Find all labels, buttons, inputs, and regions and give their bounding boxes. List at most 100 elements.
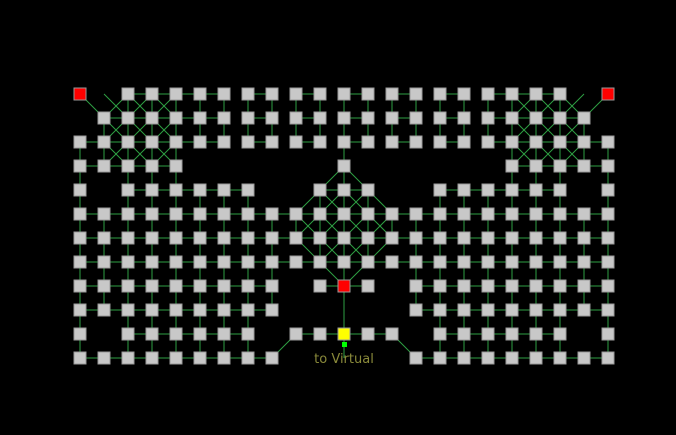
network-node[interactable] — [265, 279, 279, 293]
network-node[interactable] — [193, 135, 207, 149]
network-node[interactable] — [313, 327, 327, 341]
network-node[interactable] — [241, 351, 255, 365]
network-node[interactable] — [97, 207, 111, 221]
network-node[interactable] — [97, 135, 111, 149]
network-node[interactable] — [601, 207, 615, 221]
network-node[interactable] — [457, 135, 471, 149]
network-node[interactable] — [289, 327, 303, 341]
network-node[interactable] — [121, 303, 135, 317]
network-node[interactable] — [169, 231, 183, 245]
network-node[interactable] — [217, 279, 231, 293]
network-node[interactable] — [361, 279, 375, 293]
network-node[interactable] — [601, 135, 615, 149]
network-node[interactable] — [553, 231, 567, 245]
network-node[interactable] — [121, 111, 135, 125]
network-node[interactable] — [601, 351, 615, 365]
network-node[interactable] — [145, 207, 159, 221]
network-node[interactable] — [97, 111, 111, 125]
network-node[interactable] — [337, 159, 351, 173]
network-node[interactable] — [529, 135, 543, 149]
network-node[interactable] — [553, 303, 567, 317]
network-node[interactable] — [193, 231, 207, 245]
network-node[interactable] — [385, 111, 399, 125]
network-node[interactable] — [145, 183, 159, 197]
network-node[interactable] — [601, 303, 615, 317]
network-node[interactable] — [313, 87, 327, 101]
network-node[interactable] — [553, 279, 567, 293]
network-node[interactable] — [145, 327, 159, 341]
network-node[interactable] — [313, 111, 327, 125]
network-node[interactable] — [73, 159, 87, 173]
network-node[interactable] — [217, 303, 231, 317]
network-node[interactable] — [385, 327, 399, 341]
network-node[interactable] — [433, 183, 447, 197]
network-node[interactable] — [577, 159, 591, 173]
network-node[interactable] — [601, 279, 615, 293]
network-node[interactable] — [433, 111, 447, 125]
network-node[interactable] — [361, 207, 375, 221]
network-node[interactable] — [193, 111, 207, 125]
network-node[interactable] — [241, 303, 255, 317]
network-node[interactable] — [481, 351, 495, 365]
network-node[interactable] — [73, 255, 87, 269]
network-node[interactable] — [457, 279, 471, 293]
network-node[interactable] — [505, 111, 519, 125]
network-node[interactable] — [577, 303, 591, 317]
network-node[interactable] — [457, 207, 471, 221]
network-node[interactable] — [169, 279, 183, 293]
network-node[interactable] — [481, 183, 495, 197]
network-node[interactable] — [457, 327, 471, 341]
network-node[interactable] — [481, 207, 495, 221]
network-node[interactable] — [145, 351, 159, 365]
network-node[interactable] — [289, 135, 303, 149]
network-node[interactable] — [193, 255, 207, 269]
network-node[interactable] — [145, 231, 159, 245]
network-node[interactable] — [97, 351, 111, 365]
network-node[interactable] — [553, 135, 567, 149]
network-node[interactable] — [409, 279, 423, 293]
network-node[interactable] — [217, 231, 231, 245]
network-node[interactable] — [217, 111, 231, 125]
network-node[interactable] — [121, 231, 135, 245]
corner-node-right[interactable] — [601, 87, 615, 101]
network-node[interactable] — [505, 183, 519, 197]
network-node[interactable] — [313, 279, 327, 293]
network-node[interactable] — [433, 303, 447, 317]
network-node[interactable] — [265, 231, 279, 245]
network-node[interactable] — [553, 111, 567, 125]
network-node[interactable] — [73, 135, 87, 149]
network-node[interactable] — [73, 351, 87, 365]
network-node[interactable] — [385, 207, 399, 221]
network-node[interactable] — [265, 87, 279, 101]
network-node[interactable] — [97, 303, 111, 317]
network-node[interactable] — [73, 207, 87, 221]
network-node[interactable] — [241, 255, 255, 269]
network-node[interactable] — [553, 255, 567, 269]
network-node[interactable] — [337, 183, 351, 197]
network-node[interactable] — [433, 327, 447, 341]
network-node[interactable] — [601, 327, 615, 341]
network-node[interactable] — [553, 351, 567, 365]
network-node[interactable] — [481, 327, 495, 341]
network-node[interactable] — [529, 159, 543, 173]
network-node[interactable] — [73, 327, 87, 341]
network-node[interactable] — [145, 303, 159, 317]
network-node[interactable] — [241, 327, 255, 341]
network-node[interactable] — [265, 303, 279, 317]
entry-node[interactable] — [337, 327, 351, 341]
network-node[interactable] — [337, 135, 351, 149]
network-node[interactable] — [241, 279, 255, 293]
network-node[interactable] — [97, 159, 111, 173]
network-node[interactable] — [169, 111, 183, 125]
network-node[interactable] — [553, 207, 567, 221]
network-node[interactable] — [145, 87, 159, 101]
network-node[interactable] — [433, 351, 447, 365]
network-node[interactable] — [433, 135, 447, 149]
network-node[interactable] — [457, 231, 471, 245]
network-node[interactable] — [601, 159, 615, 173]
network-node[interactable] — [505, 87, 519, 101]
network-node[interactable] — [217, 207, 231, 221]
network-node[interactable] — [505, 231, 519, 245]
network-node[interactable] — [313, 135, 327, 149]
network-node[interactable] — [577, 111, 591, 125]
